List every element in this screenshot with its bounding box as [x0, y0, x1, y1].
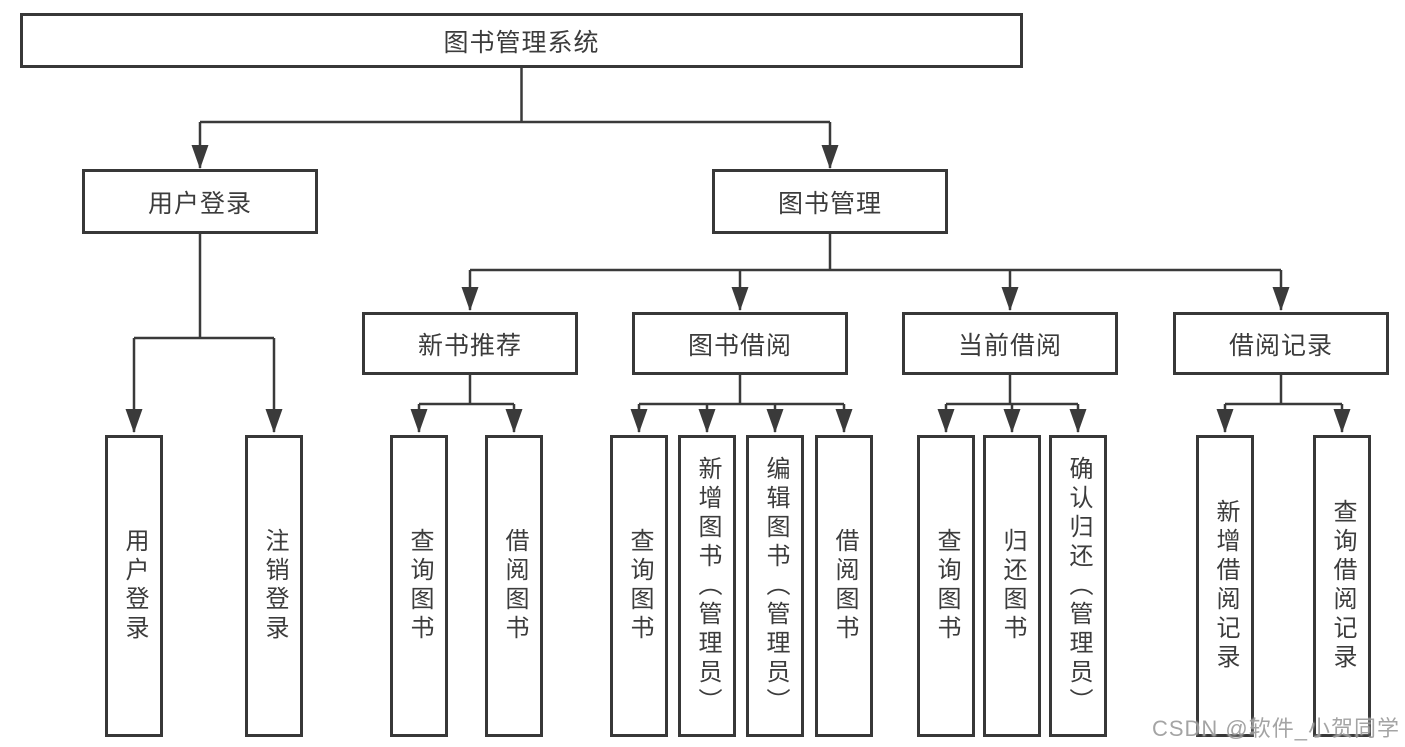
leaf-query-books-1-label: 查询图书 [406, 528, 433, 644]
leaf-return-books-label: 归还图书 [999, 528, 1026, 644]
leaf-add-borrow-record-label: 新增借阅记录 [1212, 499, 1239, 673]
leaf-borrow-books-1-label: 借阅图书 [501, 528, 528, 644]
leaf-query-books-3-label: 查询图书 [933, 528, 960, 644]
leaf-add-books-admin: 新增图书（管理员） [678, 435, 736, 737]
leaf-borrow-books-1: 借阅图书 [485, 435, 543, 737]
leaf-query-books-2-label: 查询图书 [626, 528, 653, 644]
leaf-query-borrow-record-label: 查询借阅记录 [1329, 499, 1356, 673]
node-root-label: 图书管理系统 [443, 28, 600, 57]
leaf-user-login: 用户登录 [105, 435, 163, 737]
node-borrow-record-label: 借阅记录 [1228, 331, 1333, 360]
leaf-borrow-books-2-label: 借阅图书 [831, 528, 858, 644]
leaf-borrow-books-2: 借阅图书 [815, 435, 873, 737]
node-user-login-label: 用户登录 [147, 189, 252, 218]
leaf-edit-books-admin-label: 编辑图书（管理员） [762, 455, 789, 717]
leaf-add-borrow-record: 新增借阅记录 [1196, 435, 1254, 737]
leaf-query-borrow-record: 查询借阅记录 [1313, 435, 1371, 737]
node-book-management-label: 图书管理 [777, 189, 882, 218]
leaf-query-books-3: 查询图书 [917, 435, 975, 737]
leaf-add-books-admin-label: 新增图书（管理员） [694, 455, 721, 717]
leaf-logout-label: 注销登录 [261, 528, 288, 644]
leaf-logout: 注销登录 [245, 435, 303, 737]
node-book-management: 图书管理 [712, 169, 948, 234]
node-user-login: 用户登录 [82, 169, 318, 234]
leaf-user-login-label: 用户登录 [121, 528, 148, 644]
node-book-borrow-label: 图书借阅 [687, 331, 792, 360]
leaf-query-books-2: 查询图书 [610, 435, 668, 737]
node-new-book-recommend: 新书推荐 [362, 312, 578, 375]
node-borrow-record: 借阅记录 [1173, 312, 1389, 375]
leaf-query-books-1: 查询图书 [390, 435, 448, 737]
leaf-return-books: 归还图书 [983, 435, 1041, 737]
node-root: 图书管理系统 [20, 13, 1023, 68]
node-current-borrow: 当前借阅 [902, 312, 1118, 375]
leaf-confirm-return-admin-label: 确认归还（管理员） [1065, 455, 1092, 717]
csdn-watermark: CSDN @软件_小贺同学 [1151, 716, 1400, 741]
leaf-edit-books-admin: 编辑图书（管理员） [746, 435, 804, 737]
node-new-book-recommend-label: 新书推荐 [417, 331, 522, 360]
leaf-confirm-return-admin: 确认归还（管理员） [1049, 435, 1107, 737]
node-current-borrow-label: 当前借阅 [957, 331, 1062, 360]
node-book-borrow: 图书借阅 [632, 312, 848, 375]
